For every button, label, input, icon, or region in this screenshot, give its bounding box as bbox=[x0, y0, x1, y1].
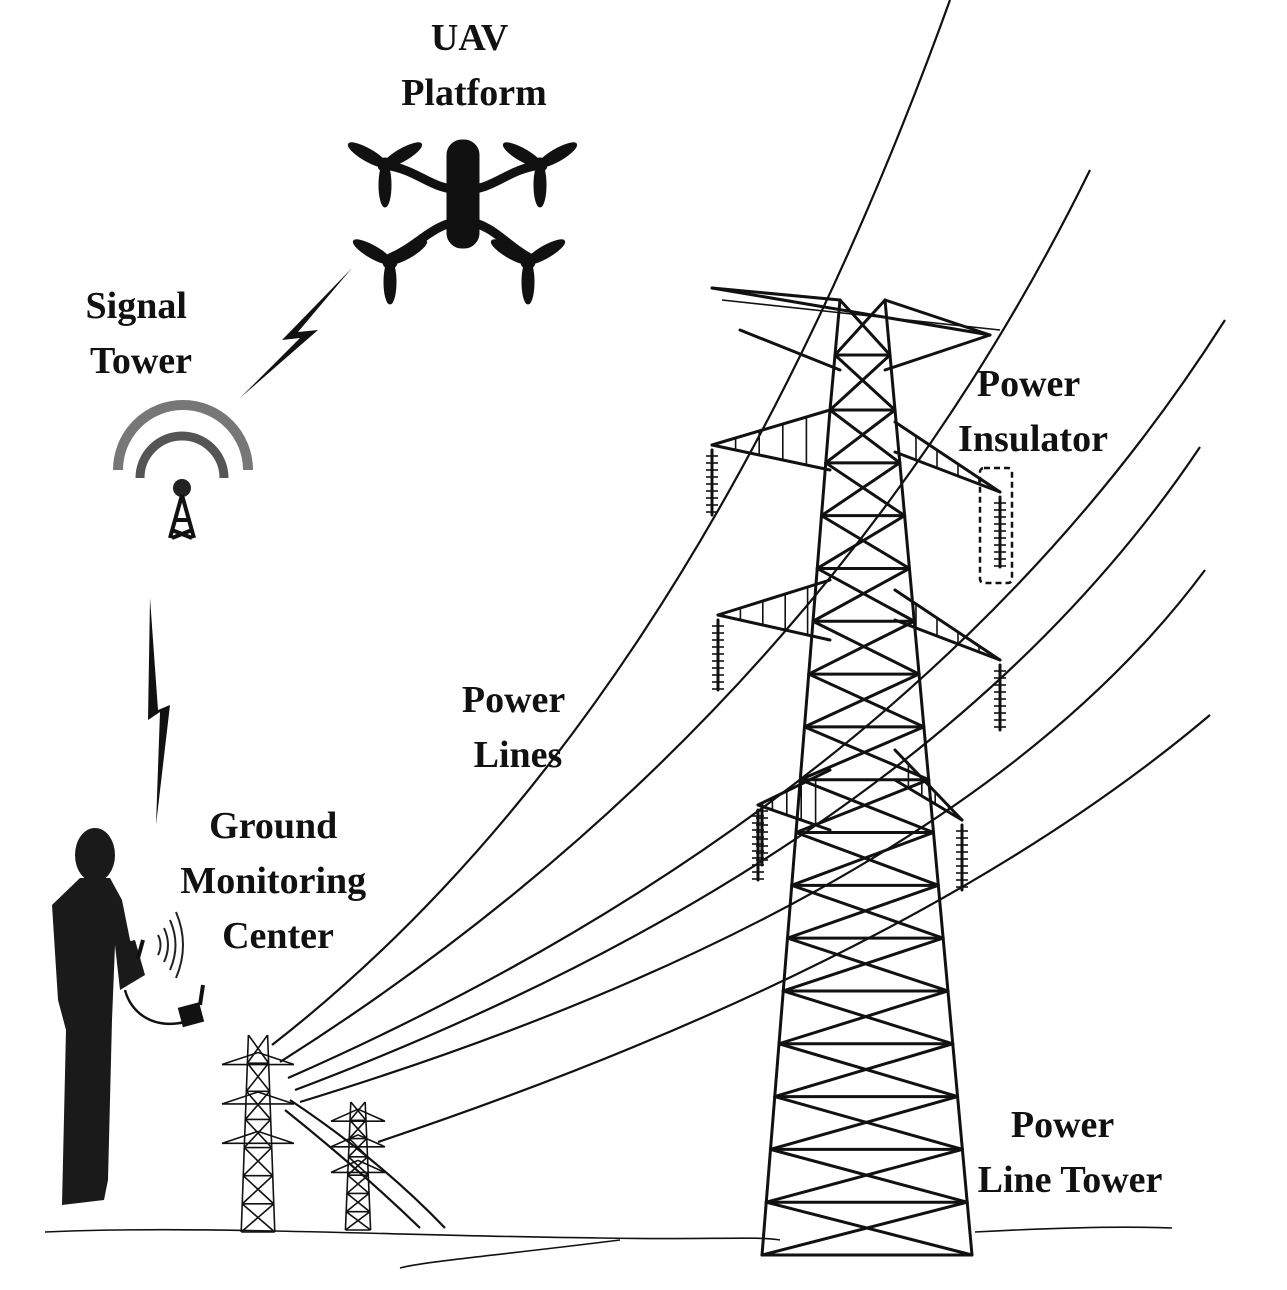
label-power-lines: Power Lines bbox=[462, 679, 574, 776]
tower-member bbox=[716, 578, 832, 617]
ground-line bbox=[44, 1226, 1173, 1269]
rotor-hub bbox=[520, 254, 536, 270]
tower-member bbox=[710, 286, 842, 302]
label-power-line-tower: Power Line Tower bbox=[978, 1104, 1163, 1201]
tower-member bbox=[244, 1090, 271, 1120]
tower-member bbox=[221, 1130, 259, 1145]
tower-member bbox=[790, 831, 935, 887]
tower-member bbox=[710, 443, 832, 472]
wireless-signal-icon bbox=[157, 911, 184, 979]
tower-member bbox=[794, 831, 940, 887]
label-ground-monitoring-center: Ground Monitoring Center bbox=[180, 805, 375, 957]
tower-member bbox=[883, 333, 992, 372]
tower-member bbox=[221, 1091, 259, 1105]
tower-member bbox=[344, 1211, 371, 1231]
tower-member bbox=[828, 408, 902, 465]
tower-member bbox=[346, 1174, 369, 1195]
tower-member bbox=[257, 1130, 295, 1145]
tower-member bbox=[738, 328, 842, 372]
tower-member bbox=[815, 514, 907, 570]
rotor-hub bbox=[532, 157, 548, 173]
tower-member bbox=[773, 1042, 955, 1099]
tower-member bbox=[357, 1108, 386, 1122]
tower-member bbox=[893, 748, 964, 822]
tower-member bbox=[828, 353, 892, 412]
tower-member bbox=[883, 298, 992, 337]
tower-member bbox=[798, 778, 935, 834]
tower-member bbox=[893, 618, 1002, 662]
tower-member bbox=[330, 1108, 359, 1122]
tower-member bbox=[330, 1159, 359, 1174]
tower-member bbox=[710, 408, 832, 447]
insulator-highlight-box bbox=[978, 466, 1014, 585]
rotor-hub bbox=[377, 157, 393, 173]
label-uav-platform: UAV Platform bbox=[401, 17, 547, 114]
operator-silhouette-icon bbox=[52, 828, 145, 1205]
tower-member bbox=[716, 613, 832, 642]
tower-member bbox=[257, 1051, 295, 1066]
tower-member bbox=[893, 588, 1002, 662]
tower-member bbox=[357, 1159, 386, 1174]
tower-member bbox=[710, 286, 992, 337]
tower-member bbox=[357, 1134, 386, 1148]
rotor-hub bbox=[382, 254, 398, 270]
tower-member bbox=[348, 1119, 367, 1140]
lightning-bolt-icon bbox=[240, 268, 352, 398]
signal-tower-icon bbox=[113, 400, 253, 540]
tower-member bbox=[893, 778, 964, 822]
tower-member bbox=[364, 1101, 372, 1231]
tower-member bbox=[811, 619, 921, 676]
tower-member bbox=[349, 1101, 366, 1121]
tower-member bbox=[838, 298, 892, 357]
tower-member bbox=[820, 461, 902, 518]
power-line-tower bbox=[706, 286, 1006, 1257]
distant-tower-2 bbox=[330, 1101, 386, 1231]
remote-controller-icon bbox=[123, 939, 205, 1028]
power-lines bbox=[271, 0, 1226, 1229]
tower-member bbox=[344, 1101, 352, 1231]
tower-member bbox=[807, 619, 916, 676]
tower-member bbox=[769, 1095, 960, 1151]
tower-member bbox=[240, 1203, 275, 1233]
tower-member bbox=[242, 1147, 273, 1177]
tower-member bbox=[833, 353, 897, 412]
tower-member bbox=[803, 672, 921, 729]
tower-member bbox=[245, 1062, 270, 1092]
lightning-bolt-icon bbox=[148, 598, 170, 825]
tower-member bbox=[833, 298, 887, 357]
tower-member bbox=[221, 1051, 259, 1066]
tower-member bbox=[257, 1091, 295, 1105]
tower-member bbox=[815, 566, 916, 623]
tower-member bbox=[347, 1138, 368, 1158]
tower-member bbox=[781, 936, 945, 993]
tower-member bbox=[760, 1200, 969, 1257]
tower-member bbox=[764, 1147, 964, 1204]
tower-member bbox=[247, 1034, 270, 1064]
tower-member bbox=[756, 803, 832, 832]
tower-member bbox=[893, 450, 1002, 494]
tower-member bbox=[266, 1034, 276, 1233]
tower-member bbox=[330, 1134, 359, 1148]
tower-member bbox=[811, 566, 911, 623]
tower-member bbox=[786, 883, 940, 940]
tower-member bbox=[241, 1175, 274, 1205]
distant-tower-1 bbox=[221, 1034, 295, 1233]
tower-member bbox=[820, 514, 911, 570]
tower-member bbox=[246, 1062, 271, 1092]
tower-member bbox=[240, 1034, 250, 1233]
tower-member bbox=[246, 1034, 269, 1064]
label-signal-tower: Signal Tower bbox=[86, 285, 197, 382]
tower-member bbox=[807, 672, 926, 729]
tower-member bbox=[824, 461, 907, 518]
tower-member bbox=[345, 1192, 370, 1213]
tower-member bbox=[721, 299, 1001, 331]
tower-member bbox=[756, 768, 832, 807]
uav-drone-icon bbox=[347, 139, 578, 305]
tower-member bbox=[777, 989, 950, 1046]
tower-member bbox=[893, 420, 1002, 494]
label-power-insulator: Power Insulator bbox=[958, 363, 1108, 460]
tower-member bbox=[824, 408, 897, 465]
tower-member bbox=[798, 725, 926, 782]
